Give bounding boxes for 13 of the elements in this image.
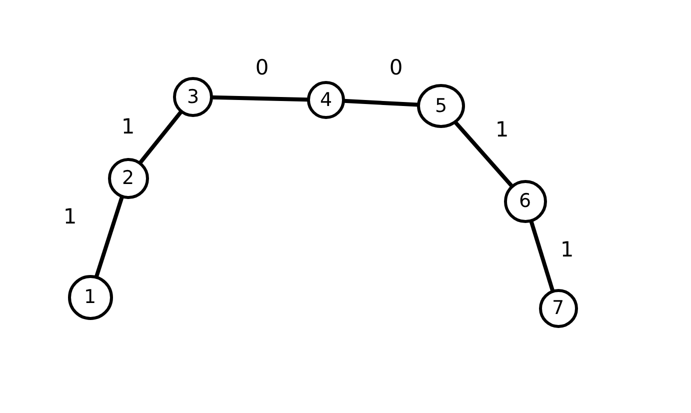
edge-line [212, 95, 308, 102]
node-circle: 5 [417, 84, 465, 128]
node-circle: 2 [108, 158, 148, 198]
edge-line [94, 196, 124, 278]
node-circle: 3 [173, 77, 213, 117]
node-circle: 7 [538, 288, 578, 328]
node-circle: 4 [307, 81, 345, 119]
edge-line [454, 120, 513, 187]
edge-line [138, 110, 183, 164]
node-circle: 6 [504, 180, 546, 222]
node-circle: 1 [68, 274, 112, 320]
edge-line [529, 220, 554, 291]
edge-line [344, 98, 418, 107]
